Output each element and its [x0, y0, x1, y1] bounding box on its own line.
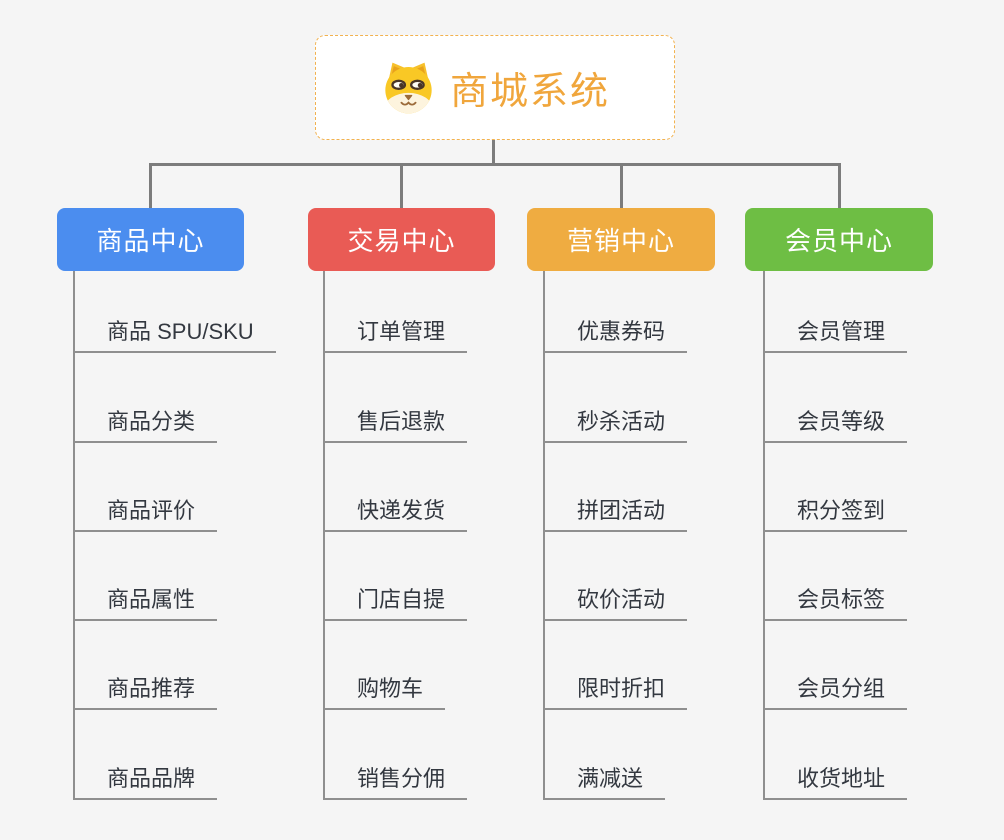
root-title: 商城系统 — [449, 71, 610, 113]
child-label: 限时折扣 — [577, 676, 666, 702]
child-label: 销售分佣 — [357, 765, 446, 791]
child-node[interactable]: 订单管理 — [325, 264, 468, 354]
child-label: 商品推荐 — [107, 676, 196, 702]
child-label: 拼团活动 — [577, 497, 666, 523]
root-node[interactable]: 商城系统 — [315, 35, 675, 140]
connector-drop-branch-2 — [400, 163, 403, 209]
child-node[interactable]: 砍价活动 — [545, 532, 688, 622]
branch-children-products: 商品 SPU/SKU 商品分类 商品评价 商品属性 商品推荐 商品品牌 — [73, 264, 276, 800]
child-node[interactable]: 会员分组 — [765, 621, 908, 711]
child-node[interactable]: 会员管理 — [765, 264, 908, 354]
child-label: 订单管理 — [357, 319, 446, 345]
child-label: 商品属性 — [107, 587, 196, 613]
child-label: 售后退款 — [357, 408, 446, 434]
child-node[interactable]: 会员等级 — [765, 353, 908, 443]
child-label: 会员标签 — [797, 587, 886, 613]
child-node[interactable]: 商品推荐 — [75, 621, 218, 711]
child-label: 快递发货 — [357, 497, 446, 523]
child-label: 商品评价 — [107, 497, 196, 523]
branch-label: 营销中心 — [566, 226, 675, 256]
branch-node-members[interactable]: 会员中心 — [745, 208, 933, 271]
child-node[interactable]: 限时折扣 — [545, 621, 688, 711]
child-node[interactable]: 商品属性 — [75, 532, 218, 622]
child-node[interactable]: 优惠券码 — [545, 264, 688, 354]
child-node[interactable]: 售后退款 — [325, 353, 468, 443]
dog-face-icon — [385, 62, 432, 114]
child-label: 优惠券码 — [577, 319, 666, 345]
child-label: 购物车 — [357, 676, 424, 702]
branch-label: 商品中心 — [96, 226, 205, 256]
child-node[interactable]: 商品品牌 — [75, 710, 218, 800]
child-node[interactable]: 拼团活动 — [545, 443, 688, 532]
child-label: 秒杀活动 — [577, 408, 666, 434]
connector-branch-rail — [149, 163, 841, 166]
connector-drop-branch-4 — [838, 163, 841, 209]
child-label: 积分签到 — [797, 497, 886, 523]
child-label: 会员管理 — [797, 319, 886, 345]
child-node[interactable]: 销售分佣 — [325, 710, 468, 800]
branch-node-trade[interactable]: 交易中心 — [308, 208, 495, 271]
branch-label: 交易中心 — [347, 226, 456, 256]
child-node[interactable]: 购物车 — [325, 621, 446, 711]
child-node[interactable]: 商品 SPU/SKU — [75, 264, 276, 354]
child-label: 商品品牌 — [107, 765, 196, 791]
child-label: 砍价活动 — [577, 587, 666, 613]
child-label: 商品分类 — [107, 408, 196, 434]
connector-drop-branch-3 — [620, 163, 623, 209]
child-label: 商品 SPU/SKU — [107, 319, 254, 345]
connector-root-stem — [492, 140, 495, 165]
branch-children-marketing: 优惠券码 秒杀活动 拼团活动 砍价活动 限时折扣 满减送 — [543, 264, 688, 800]
child-label: 收货地址 — [797, 765, 886, 791]
connector-drop-branch-1 — [149, 163, 152, 209]
child-label: 满减送 — [577, 765, 644, 791]
child-node[interactable]: 快递发货 — [325, 443, 468, 532]
child-node[interactable]: 满减送 — [545, 710, 666, 800]
child-node[interactable]: 积分签到 — [765, 443, 908, 532]
child-node[interactable]: 门店自提 — [325, 532, 468, 622]
child-node[interactable]: 商品评价 — [75, 443, 218, 532]
child-node[interactable]: 会员标签 — [765, 532, 908, 622]
branch-node-products[interactable]: 商品中心 — [57, 208, 244, 271]
child-node[interactable]: 秒杀活动 — [545, 353, 688, 443]
branch-children-trade: 订单管理 售后退款 快递发货 门店自提 购物车 销售分佣 — [323, 264, 468, 800]
branch-label: 会员中心 — [784, 226, 893, 256]
child-node[interactable]: 商品分类 — [75, 353, 218, 443]
branch-node-marketing[interactable]: 营销中心 — [527, 208, 715, 271]
branch-children-members: 会员管理 会员等级 积分签到 会员标签 会员分组 收货地址 — [763, 264, 908, 800]
child-label: 会员等级 — [797, 408, 886, 434]
child-label: 门店自提 — [357, 587, 446, 613]
child-label: 会员分组 — [797, 676, 886, 702]
child-node[interactable]: 收货地址 — [765, 710, 908, 800]
